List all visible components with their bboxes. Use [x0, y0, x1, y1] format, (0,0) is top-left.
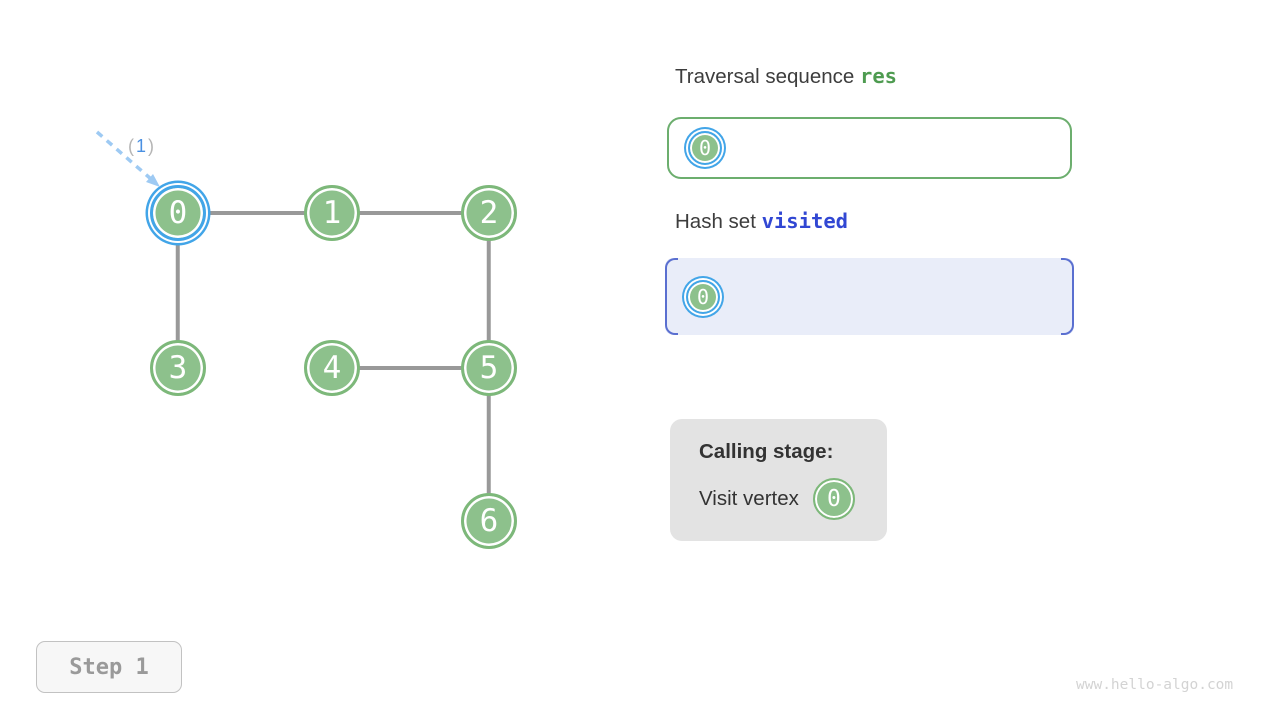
graph-node-3: 3: [150, 340, 206, 396]
graph-node-4: 4: [304, 340, 360, 396]
graph-node-6: 6: [461, 493, 517, 549]
calling-stage-vertex-label: 0: [826, 486, 841, 512]
traversal-sequence-variable: res: [859, 64, 898, 88]
step-button[interactable]: Step 1: [36, 641, 182, 693]
graph-node-label: 1: [322, 195, 342, 231]
graph-node-label: 4: [322, 350, 342, 386]
graph-node-label: 0: [168, 195, 188, 231]
graph-node-2: 2: [461, 185, 517, 241]
traversal-sequence-item-label: 0: [698, 136, 712, 160]
calling-stage-title: Calling stage:: [699, 440, 834, 463]
graph-edge-0-1: [178, 211, 332, 215]
graph-node-label: 3: [168, 350, 188, 386]
graph-node-1: 1: [304, 185, 360, 241]
hash-set-item-label: 0: [696, 284, 710, 309]
hash-set-box: 0: [665, 258, 1074, 335]
calling-stage-row: Visit vertex 0: [699, 478, 887, 520]
hash-set-title-text: Hash set: [675, 210, 756, 233]
traversal-sequence-title: Traversal sequence res: [675, 64, 897, 89]
step-marker-number: 1: [136, 136, 149, 156]
step-marker-close: ): [148, 136, 157, 156]
hash-set-item: 0: [686, 279, 720, 314]
step-marker-open: (: [128, 136, 136, 156]
graph-node-label: 5: [479, 350, 499, 386]
calling-stage-action: Visit vertex: [699, 487, 799, 510]
traversal-sequence-title-text: Traversal sequence: [675, 65, 855, 88]
step-arrow-icon: [95, 130, 160, 187]
graph-edge-4-5: [332, 366, 489, 370]
graph-node-label: 6: [479, 503, 499, 539]
graph-node-5: 5: [461, 340, 517, 396]
hash-set-variable: visited: [761, 209, 849, 233]
calling-stage-box: Calling stage: Visit vertex 0: [670, 419, 887, 541]
watermark: www.hello-algo.com: [1076, 677, 1234, 693]
graph-node-label: 2: [479, 195, 499, 231]
hash-set-title: Hash set visited: [675, 209, 848, 234]
graph-node-0: 0: [150, 185, 206, 241]
traversal-sequence-item: 0: [688, 131, 722, 165]
step-marker: (1): [128, 136, 156, 157]
graph-edge-1-2: [332, 211, 489, 215]
calling-stage-vertex: 0: [812, 478, 855, 520]
traversal-sequence-box: 0: [667, 117, 1072, 179]
